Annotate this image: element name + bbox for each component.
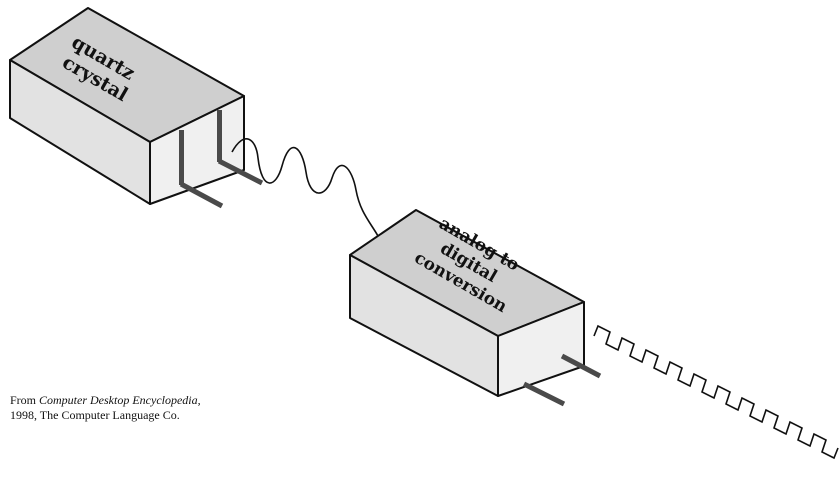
crystal-pin-vertical-1 [179,130,184,185]
adc-pin-leg-2 [560,353,602,379]
adc-box: analog to digital conversion [349,209,585,397]
sine-wave-signal [231,138,379,237]
crystal-pin-leg-1 [179,181,224,209]
source-credit: From Computer Desktop Encyclopedia, 1998… [10,393,201,423]
crystal-pin-vertical-2 [217,110,222,162]
quartz-crystal-box: quartz crystal [9,7,245,205]
square-wave-signal [593,324,839,460]
crystal-pin-leg-2 [217,158,264,186]
credit-line-2: 1998, The Computer Language Co. [10,408,180,422]
credit-source-title: Computer Desktop Encyclopedia, [39,393,201,407]
adc-box-side [349,254,499,397]
adc-pins [522,353,602,407]
adc-pin-leg-1 [522,381,566,407]
credit-prefix: From [10,393,40,407]
credit-line-1: From Computer Desktop Encyclopedia, [10,393,201,408]
crystal-box-side [9,59,151,205]
crystal-pins [179,110,264,209]
